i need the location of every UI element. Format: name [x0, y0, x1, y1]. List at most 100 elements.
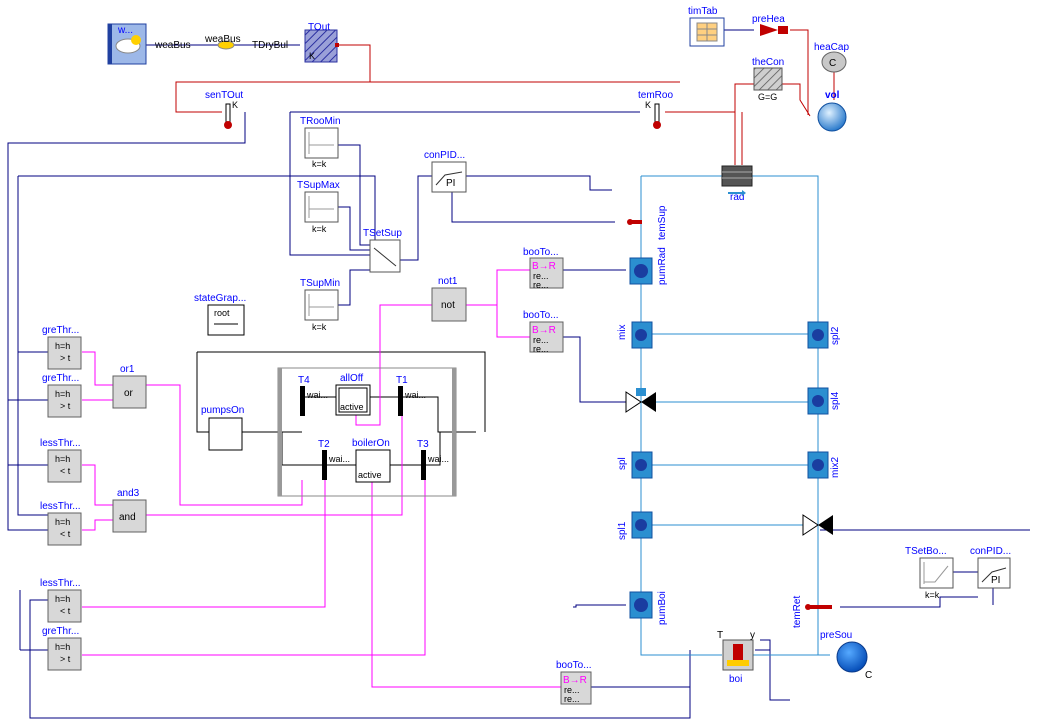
- svg-text:allOff: allOff: [340, 373, 363, 384]
- valve-left[interactable]: [625, 388, 656, 413]
- less-threshold-1[interactable]: h=h < t lessThr...: [40, 438, 82, 483]
- svg-text:TSupMax: TSupMax: [297, 180, 340, 191]
- svg-text:lessThr...: lessThr...: [40, 578, 81, 589]
- boiler-pump[interactable]: pumBoi: [629, 591, 668, 625]
- or-block[interactable]: or or1: [112, 364, 147, 409]
- radiator-pid-controller[interactable]: PI conPID...: [424, 150, 467, 193]
- svg-text:boi: boi: [729, 674, 742, 685]
- svg-text:C: C: [865, 670, 872, 681]
- svg-text:T1: T1: [396, 375, 408, 386]
- svg-text:pumpsOn: pumpsOn: [201, 405, 244, 416]
- room-volume[interactable]: vol: [817, 90, 847, 132]
- greater-threshold-1[interactable]: h=h > t greThr...: [42, 325, 82, 370]
- valve-right[interactable]: [802, 514, 833, 536]
- tsupmin-constant[interactable]: TSupMin k=k: [300, 278, 340, 332]
- weather-data-block[interactable]: w...: [107, 23, 147, 65]
- transition-t3[interactable]: wai... T3: [417, 439, 449, 480]
- svg-text:T3: T3: [417, 439, 429, 450]
- svg-text:temRoo: temRoo: [638, 90, 673, 101]
- svg-text:re...: re...: [533, 280, 549, 290]
- less-threshold-2[interactable]: h=h < t lessThr...: [40, 501, 82, 546]
- spl-junction[interactable]: spl: [617, 451, 653, 479]
- not-block[interactable]: not not1: [431, 276, 467, 322]
- svg-text:rad: rad: [730, 192, 744, 203]
- greater-threshold-3[interactable]: h=h > t greThr...: [42, 626, 82, 671]
- pumps-on-step[interactable]: pumpsOn: [201, 405, 244, 451]
- svg-text:and: and: [119, 512, 136, 523]
- outdoor-temperature-block[interactable]: TOut K: [304, 22, 339, 63]
- svg-text:k=k: k=k: [312, 224, 327, 234]
- svg-text:PI: PI: [446, 178, 455, 189]
- boolean-to-real-1[interactable]: B→R re... re... booTo...: [523, 247, 564, 290]
- boolean-to-real-3[interactable]: B→R re... re... booTo...: [556, 660, 592, 705]
- weather-bus[interactable]: weaBus weaBus TDryBul: [154, 34, 288, 51]
- prescribed-heat-flow[interactable]: preHea: [752, 14, 788, 36]
- svg-text:PI: PI: [991, 575, 1000, 586]
- thermal-conductor[interactable]: theCon G=G: [752, 57, 784, 102]
- svg-text:pumBoi: pumBoi: [657, 591, 668, 625]
- svg-text:B→R: B→R: [532, 325, 556, 336]
- state-graph-root[interactable]: root stateGrap...: [194, 293, 246, 336]
- boiler-pid-controller[interactable]: PI conPID...: [970, 546, 1011, 589]
- svg-text:boilerOn: boilerOn: [352, 438, 390, 449]
- svg-text:greThr...: greThr...: [42, 373, 79, 384]
- radiator-pump[interactable]: pumRad: [629, 247, 668, 285]
- svg-text:K: K: [309, 51, 315, 61]
- svg-text:TDryBul: TDryBul: [252, 40, 288, 51]
- radiator[interactable]: rad: [721, 165, 753, 203]
- svg-text:K: K: [232, 100, 238, 110]
- outdoor-temp-sensor[interactable]: senTOut K: [205, 90, 243, 129]
- room-temp-sensor[interactable]: temRoo K: [638, 90, 673, 129]
- svg-text:> t: > t: [60, 654, 71, 664]
- mix2-junction[interactable]: mix2: [807, 451, 841, 479]
- tsupmax-constant[interactable]: TSupMax k=k: [297, 180, 340, 234]
- and-block[interactable]: and and3: [112, 488, 147, 533]
- boiler[interactable]: T y boi: [717, 630, 755, 685]
- spl2-junction[interactable]: spl2: [807, 321, 841, 349]
- boiler-setpoint-constant[interactable]: TSetBo... k=k: [905, 546, 954, 600]
- svg-text:re...: re...: [533, 271, 549, 281]
- spl1-junction[interactable]: spl1: [617, 511, 653, 540]
- svg-text:h=h: h=h: [55, 341, 70, 351]
- svg-text:B→R: B→R: [532, 261, 556, 272]
- svg-text:booTo...: booTo...: [523, 247, 559, 258]
- boolean-to-real-2[interactable]: B→R re... re... booTo...: [523, 310, 564, 354]
- svg-text:weaBus: weaBus: [154, 40, 191, 51]
- svg-text:not1: not1: [438, 276, 458, 287]
- heat-capacitor[interactable]: C heaCap: [814, 42, 849, 73]
- mix-junction[interactable]: mix: [617, 321, 653, 349]
- transition-t1[interactable]: wai... T1: [396, 375, 426, 416]
- svg-text:stateGrap...: stateGrap...: [194, 293, 246, 304]
- return-temp-sensor[interactable]: temRet: [792, 596, 832, 628]
- less-threshold-3[interactable]: h=h < t lessThr...: [40, 578, 82, 623]
- svg-text:w...: w...: [117, 25, 133, 36]
- supply-temp-sensor[interactable]: temSup: [627, 205, 668, 240]
- time-table-block[interactable]: timTab: [688, 6, 725, 47]
- svg-text:k=k: k=k: [925, 590, 940, 600]
- troomin-constant[interactable]: TRooMin k=k: [300, 116, 341, 169]
- svg-text:TSupMin: TSupMin: [300, 278, 340, 289]
- svg-text:h=h: h=h: [55, 517, 70, 527]
- svg-text:B→R: B→R: [563, 675, 587, 686]
- svg-text:spl1: spl1: [617, 521, 628, 540]
- boiler-on-step[interactable]: active boilerOn: [352, 438, 391, 483]
- svg-text:wai...: wai...: [404, 390, 426, 400]
- transition-t4[interactable]: wai... T4: [298, 375, 328, 416]
- svg-text:active: active: [358, 470, 382, 480]
- spl4-junction[interactable]: spl4: [807, 387, 841, 415]
- svg-text:T: T: [717, 630, 723, 641]
- svg-text:< t: < t: [60, 606, 71, 616]
- svg-text:greThr...: greThr...: [42, 325, 79, 336]
- svg-text:weaBus: weaBus: [204, 34, 241, 45]
- svg-text:spl4: spl4: [830, 391, 841, 410]
- pressure-source[interactable]: C preSou: [820, 630, 872, 681]
- greater-threshold-2[interactable]: h=h > t greThr...: [42, 373, 82, 418]
- transition-t2[interactable]: wai... T2: [318, 439, 350, 480]
- svg-text:k=k: k=k: [312, 159, 327, 169]
- all-off-step[interactable]: active allOff: [335, 373, 371, 416]
- supply-setpoint-block[interactable]: TSetSup: [363, 228, 402, 273]
- state-graph-frame: [277, 367, 457, 497]
- svg-text:T2: T2: [318, 439, 330, 450]
